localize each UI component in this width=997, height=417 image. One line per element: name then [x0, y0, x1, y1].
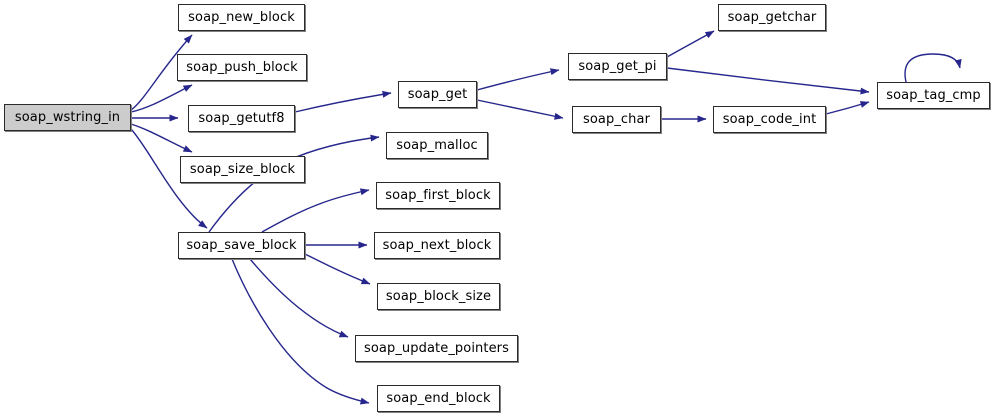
node-soap_save_block[interactable]: soap_save_block — [178, 232, 305, 259]
node-label-soap_code_int: soap_code_int — [722, 112, 817, 127]
node-soap_size_block[interactable]: soap_size_block — [180, 156, 305, 183]
node-label-soap_end_block: soap_end_block — [386, 391, 491, 406]
node-soap_wstring_in[interactable]: soap_wstring_in — [4, 104, 131, 131]
edge-soap_save_block-to-soap_end_block — [231, 258, 370, 405]
node-label-soap_getutf8: soap_getutf8 — [198, 111, 285, 126]
node-soap_get_pi[interactable]: soap_get_pi — [568, 53, 667, 80]
edge-soap_tag_cmp-to-soap_tag_cmp — [904, 53, 962, 83]
edge-soap_save_block-to-soap_block_size — [304, 253, 371, 285]
edge-soap_wstring_in-to-soap_save_block — [130, 128, 208, 229]
node-soap_code_int[interactable]: soap_code_int — [713, 106, 826, 133]
edge-soap_getutf8-to-soap_get — [294, 90, 392, 113]
node-label-soap_char: soap_char — [582, 112, 651, 127]
node-label-soap_block_size: soap_block_size — [385, 289, 492, 304]
edge-soap_wstring_in-to-soap_push_block — [130, 84, 193, 113]
node-soap_first_block[interactable]: soap_first_block — [376, 182, 500, 209]
edge-soap_save_block-to-soap_update_pointers — [249, 258, 349, 338]
edge-soap_get_pi-to-soap_tag_cmp — [666, 67, 870, 95]
node-label-soap_update_pointers: soap_update_pointers — [363, 341, 510, 356]
edge-soap_wstring_in-to-soap_new_block — [130, 34, 193, 111]
edge-group — [130, 30, 962, 405]
node-label-soap_new_block: soap_new_block — [188, 10, 295, 25]
edge-soap_wstring_in-to-soap_size_block — [130, 123, 193, 153]
node-label-soap_get: soap_get — [407, 87, 468, 102]
edge-soap_save_block-to-soap_first_block — [261, 188, 370, 233]
node-label-soap_tag_cmp: soap_tag_cmp — [886, 88, 981, 103]
node-label-soap_push_block: soap_push_block — [186, 60, 298, 75]
node-soap_end_block[interactable]: soap_end_block — [377, 385, 500, 412]
node-label-soap_size_block: soap_size_block — [189, 162, 296, 177]
node-label-soap_first_block: soap_first_block — [385, 188, 491, 203]
node-label-soap_next_block: soap_next_block — [382, 238, 492, 253]
node-label-soap_wstring_in: soap_wstring_in — [14, 110, 121, 125]
node-soap_get[interactable]: soap_get — [398, 81, 477, 108]
node-soap_next_block[interactable]: soap_next_block — [374, 232, 500, 259]
edge-soap_code_int-to-soap_tag_cmp — [825, 101, 870, 115]
node-soap_tag_cmp[interactable]: soap_tag_cmp — [877, 82, 990, 109]
node-soap_getchar[interactable]: soap_getchar — [718, 4, 826, 31]
node-soap_push_block[interactable]: soap_push_block — [177, 54, 307, 81]
node-soap_new_block[interactable]: soap_new_block — [178, 4, 305, 31]
edge-soap_get_pi-to-soap_getchar — [666, 30, 715, 58]
edge-soap_get-to-soap_get_pi — [476, 68, 560, 91]
node-label-soap_malloc: soap_malloc — [396, 138, 478, 153]
node-label-soap_getchar: soap_getchar — [727, 10, 817, 25]
node-soap_getutf8[interactable]: soap_getutf8 — [188, 105, 295, 132]
edge-soap_save_block-to-soap_malloc — [208, 134, 380, 233]
node-soap_char[interactable]: soap_char — [572, 106, 661, 133]
edge-soap_get-to-soap_char — [476, 99, 564, 120]
node-label-soap_save_block: soap_save_block — [186, 238, 297, 253]
node-soap_block_size[interactable]: soap_block_size — [377, 283, 500, 310]
node-soap_update_pointers[interactable]: soap_update_pointers — [355, 335, 518, 362]
node-soap_malloc[interactable]: soap_malloc — [386, 132, 488, 159]
node-label-soap_get_pi: soap_get_pi — [578, 59, 657, 74]
